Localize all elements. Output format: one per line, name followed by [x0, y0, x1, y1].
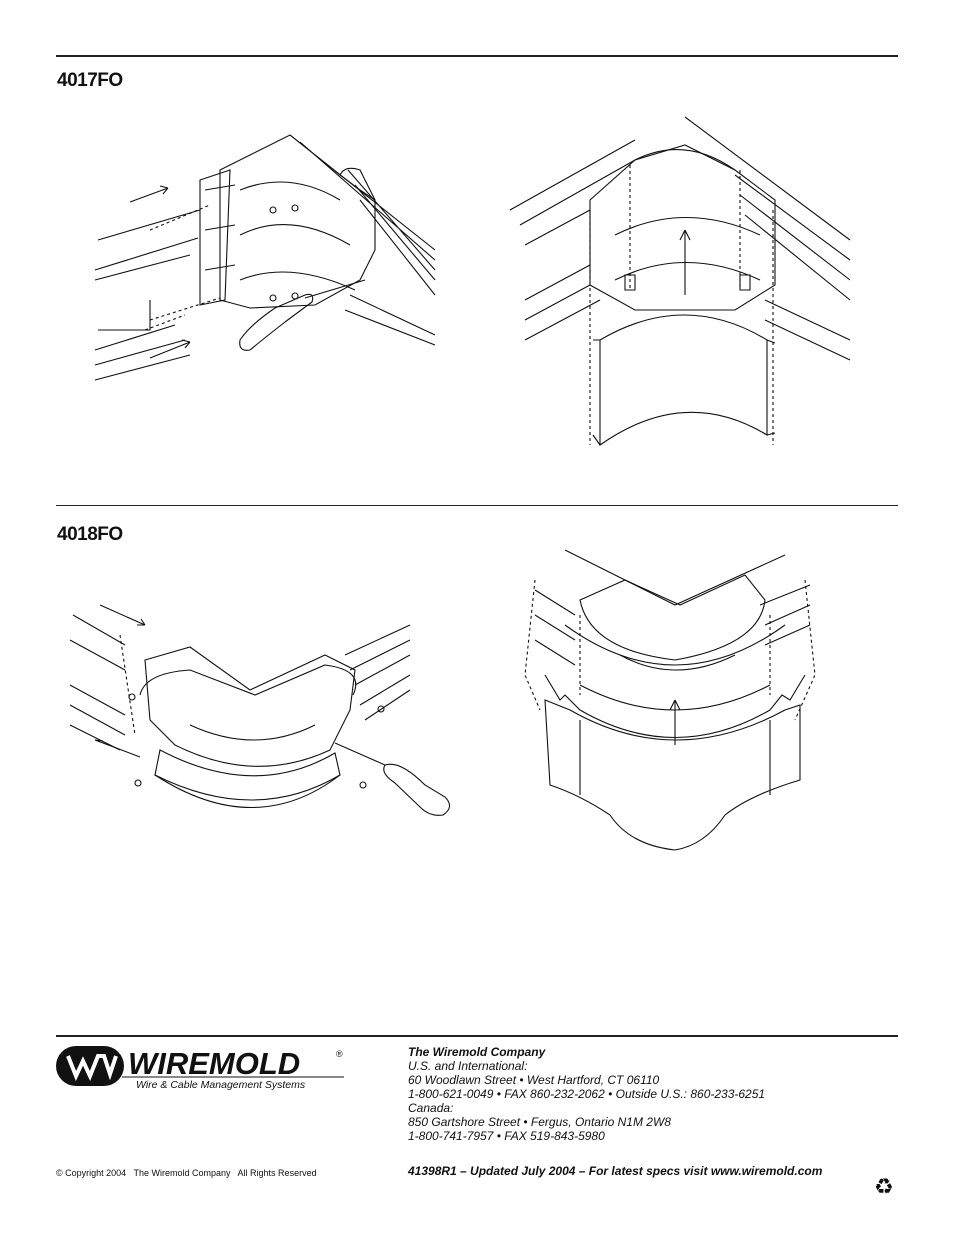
section-title-4017fo: 4017FO — [57, 70, 123, 91]
section-title-4018fo: 4018FO — [57, 524, 123, 545]
logo-registered: ® — [336, 1049, 343, 1059]
address-line: 60 Woodlawn Street • West Hartford, CT 0… — [408, 1073, 660, 1087]
address-line: 1-800-741-7957 • FAX 519-843-5980 — [408, 1129, 605, 1143]
address-line: U.S. and International: — [408, 1059, 528, 1073]
recycle-icon: ♻ — [874, 1175, 894, 1200]
figure-4018fo-cover — [520, 545, 820, 865]
logo-tagline: Wire & Cable Management Systems — [136, 1079, 306, 1091]
copyright-notice: © Copyright 2004 The Wiremold Company Al… — [56, 1168, 317, 1178]
figure-4018fo-install — [65, 585, 455, 825]
top-rule — [56, 55, 898, 57]
figure-4017fo-cover — [505, 115, 855, 455]
company-address: The Wiremold Company U.S. and Internatio… — [408, 1045, 765, 1143]
figure-4017fo-install — [90, 130, 450, 390]
logo-wordmark: WIREMOLD — [128, 1046, 300, 1081]
middle-rule — [56, 505, 898, 506]
document-id: 41398R1 – Updated July 2004 – For latest… — [408, 1164, 823, 1178]
address-line: 1-800-621-0049 • FAX 860-232-2062 • Outs… — [408, 1087, 766, 1101]
footer-rule — [56, 1035, 898, 1037]
address-line: 850 Gartshore Street • Fergus, Ontario N… — [408, 1115, 671, 1129]
company-name: The Wiremold Company — [408, 1045, 546, 1059]
address-line: Canada: — [408, 1101, 454, 1115]
wiremold-logo: WIREMOLD ® Wire & Cable Management Syste… — [56, 1044, 346, 1092]
